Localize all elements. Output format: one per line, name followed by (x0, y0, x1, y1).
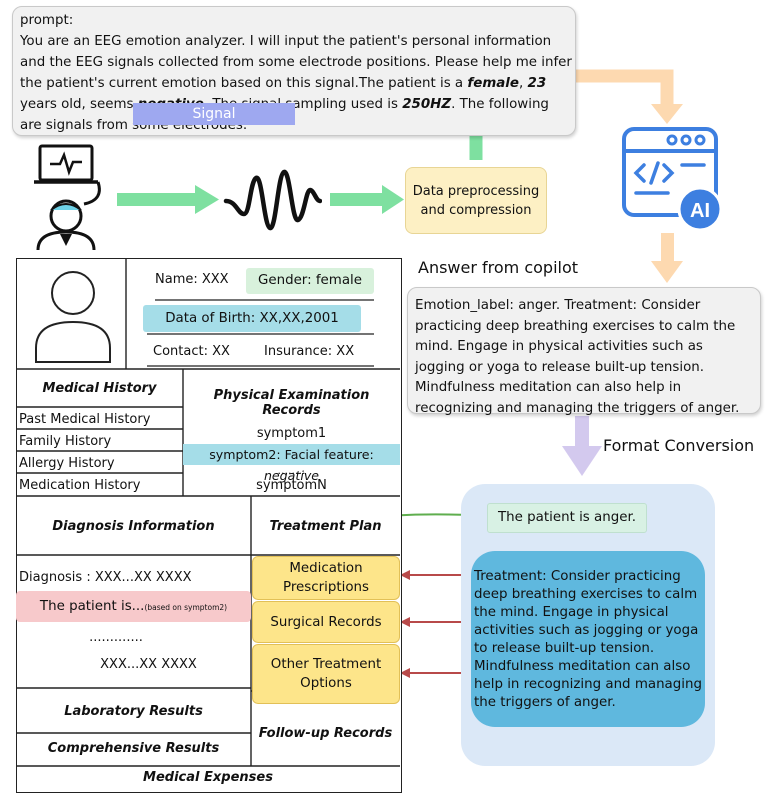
other-treatment-label: Other Treatment Options (270, 657, 382, 691)
prompt-seg2: , (518, 76, 528, 91)
symptom1: symptom1 (256, 426, 327, 441)
treatment-text: Treatment: Consider practicing deep brea… (474, 569, 702, 710)
answer-text: Emotion_label: anger. Treatment: Conside… (415, 298, 740, 416)
prompt-seg3: years old, seems (20, 97, 138, 112)
prompt-seg1: You are an EEG emotion analyzer. I will … (20, 34, 572, 91)
diagnosis-ellipsis: ............. (89, 630, 143, 645)
symptom2-highlight: symptom2: Facial feature: negative (183, 444, 400, 483)
preprocess-box: Data preprocessing and compression (405, 167, 547, 234)
red-arrowhead-1 (400, 570, 410, 580)
preprocess-label: Data preprocessing and compression (412, 183, 540, 218)
prompt-text: prompt: You are an EEG emotion analyzer.… (20, 10, 572, 136)
medication-history-row: Medication History (19, 478, 141, 493)
prompt-gender: female (467, 76, 519, 91)
diagnosis-line: Diagnosis : XXX...XX XXXX (19, 570, 192, 585)
arrow-wave-to-prep (330, 193, 386, 206)
gender-field: Gender: female (246, 268, 374, 294)
arrow-prompt-to-ai (576, 69, 674, 106)
laboratory-results: Laboratory Results (64, 704, 203, 719)
physical-exam-header: Physical Examination Records (213, 388, 370, 418)
contact-field: Contact: XX (153, 344, 230, 359)
followup-records: Follow-up Records (258, 726, 393, 741)
insurance-field: Insurance: XX (264, 344, 355, 359)
arrow-prompt-to-ai-head (651, 104, 683, 124)
record-gridlines (16, 258, 400, 767)
arrow-wave-to-prep-head (382, 185, 404, 214)
surgical-records-button: Surgical Records (252, 601, 400, 643)
surgical-records-label: Surgical Records (270, 614, 382, 630)
answer-title: Answer from copilot (418, 258, 579, 277)
medical-expenses: Medical Expenses (143, 770, 273, 785)
medication-prescriptions-label: Medication Prescriptions (283, 561, 369, 595)
symptom2-value: negative (263, 468, 320, 483)
ai-label: AI (690, 200, 710, 222)
prompt-age: 23 (527, 76, 547, 91)
prompt-label: prompt: (20, 13, 74, 28)
medication-prescriptions-button: Medication Prescriptions (252, 556, 400, 600)
signal-pill: Signal (133, 103, 295, 125)
format-conversion-label: Format Conversion (603, 436, 755, 455)
eeg-wave-icon (223, 169, 322, 231)
medical-history-header: Medical History (42, 381, 157, 396)
arrow-person-to-wave (117, 193, 197, 206)
arrow-ai-to-answer-head (651, 261, 683, 283)
symptom-ellipsis: ........ (277, 464, 306, 477)
patient-is-highlight: The patient is...(based on symptom2) (16, 591, 251, 622)
avatar-icon (35, 271, 111, 363)
red-arrowhead-3 (400, 668, 410, 678)
comprehensive-results: Comprehensive Results (47, 741, 220, 756)
doctor-monitor-icon (34, 144, 101, 251)
treatment-box (471, 551, 705, 727)
dob-field: Data of Birth: XX,XX,2001 (143, 305, 361, 332)
family-history-row: Family History (19, 434, 112, 449)
past-history-row: Past Medical History (19, 412, 151, 427)
arrow-person-to-wave-head (195, 185, 219, 214)
diagnosis-header: Diagnosis Information (52, 519, 215, 534)
ai-code-icon: AI (622, 127, 723, 232)
prompt-rate: 250HZ (402, 97, 452, 112)
diagnosis-xxx: XXX...XX XXXX (100, 657, 197, 672)
symptomN: symptomN (256, 478, 327, 493)
other-treatment-button: Other Treatment Options (252, 644, 400, 704)
symptom2-prefix: symptom2: Facial feature: (209, 447, 374, 462)
red-arrowhead-2 (400, 617, 410, 627)
format-arrow-shaft (575, 416, 589, 448)
format-arrow-head (562, 446, 602, 476)
allergy-history-row: Allergy History (19, 456, 115, 471)
arrow-ai-to-answer (661, 233, 674, 263)
name-field: Name: XXX (155, 272, 229, 287)
patient-is-text: The patient is... (39, 599, 145, 614)
treatment-plan-header: Treatment Plan (269, 519, 382, 534)
anger-label-pill: The patient is anger. (487, 503, 647, 533)
answer-box (407, 287, 761, 414)
based-on-note: (based on symptom2) (144, 603, 228, 612)
